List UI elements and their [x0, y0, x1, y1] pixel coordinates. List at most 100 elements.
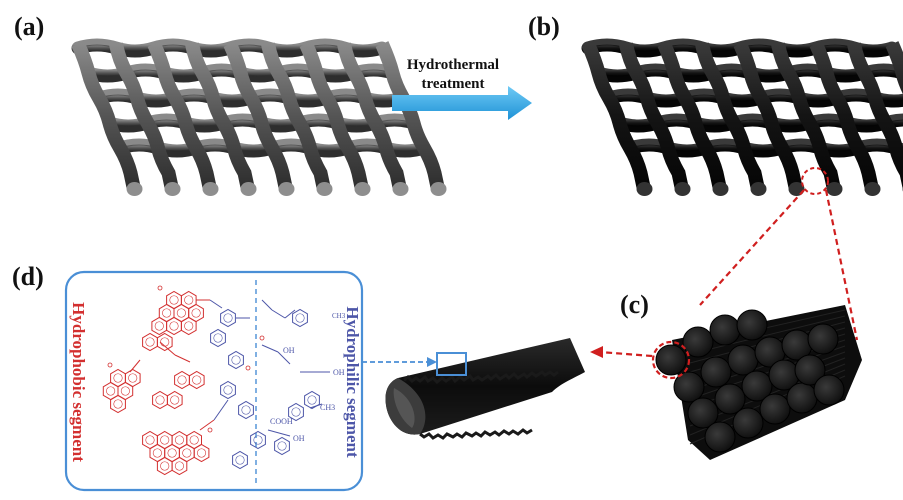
bundle-rod-end	[807, 323, 839, 355]
callout-arrowhead	[590, 346, 603, 358]
molecule-bond	[261, 344, 279, 353]
molecule-ring-inner	[113, 373, 123, 383]
chem-ch3-1: CH3	[332, 312, 346, 320]
molecule-atom-o	[157, 285, 163, 291]
molecule-ring	[220, 380, 236, 400]
molecule-bond	[284, 309, 296, 319]
bundle-rod-end	[687, 397, 719, 429]
mesh-strand-cap	[202, 182, 219, 196]
mesh-strand-cap	[354, 182, 371, 196]
label-b: (b)	[528, 12, 560, 41]
molecule-ring-inner	[120, 386, 130, 396]
bundle-rod-end	[736, 309, 768, 341]
molecule-ring-inner	[128, 373, 138, 383]
mesh-warp-strand	[109, 42, 179, 189]
molecule-ring-inner	[307, 395, 317, 405]
fiber-zoom-box	[436, 352, 467, 376]
bundle-rod-end	[700, 356, 732, 388]
bundle-rod-end	[813, 374, 845, 406]
molecule-ring	[171, 456, 188, 476]
molecule-ring	[180, 316, 197, 336]
molecule-ring-inner	[174, 461, 184, 471]
callout-line-2	[824, 189, 859, 341]
mesh-warp-strand	[261, 42, 331, 189]
arrow-label-line1: Hydrothermal	[406, 57, 500, 73]
molecule-ring	[110, 394, 126, 414]
label-c: (c)	[620, 290, 649, 319]
molecule-ring	[220, 308, 236, 328]
molecule-atom-o	[259, 335, 265, 341]
molecule-ring-inner	[167, 448, 177, 458]
mesh-warp-strand	[299, 41, 369, 189]
mesh-strand-cap	[674, 182, 691, 196]
molecule-ring	[210, 328, 226, 348]
molecule-bond	[209, 299, 223, 309]
bundle-rod-end	[732, 407, 764, 439]
molecule-ring	[156, 332, 173, 352]
mesh-strand-cap	[636, 182, 653, 196]
molecule-ring	[304, 390, 320, 410]
molecule-ring-inner	[223, 313, 233, 323]
mesh-warp-strand	[695, 42, 765, 189]
hydrophilic-segment-label: Hydrophilic segment	[343, 306, 362, 458]
molecule-atom-o	[207, 427, 213, 433]
mesh-warp-strand	[657, 41, 727, 189]
callout-circle-bundle	[651, 340, 691, 380]
chem-ch3-2: CH3	[320, 403, 335, 412]
bundle-rod-line	[689, 315, 846, 355]
molecule-ring-inner	[169, 295, 179, 305]
molecule-ring	[288, 402, 304, 422]
molecule-ring-inner	[291, 407, 301, 417]
molecule-ring	[250, 430, 266, 450]
molecule-ring-inner	[295, 313, 305, 323]
mesh-warp-strand	[375, 41, 445, 189]
mesh-warp-strand	[885, 41, 903, 95]
molecule-ring	[166, 390, 183, 410]
bundle-rod-end	[786, 382, 818, 414]
mesh-warp-strand	[809, 41, 879, 189]
mesh-warp-strand	[71, 41, 141, 189]
mesh-warp-strand	[733, 41, 803, 189]
mesh-strand-cap	[164, 182, 181, 196]
molecule-ring-inner	[160, 461, 170, 471]
mesh-warp-strand	[581, 41, 651, 189]
molecule-ring	[188, 370, 205, 390]
molecule-ring-inner	[189, 435, 199, 445]
mesh-warp-strand	[147, 41, 217, 189]
molecule-ring	[228, 350, 244, 370]
mesh-strand-cap	[750, 182, 767, 196]
molecule-ring	[151, 316, 168, 336]
mesh-strand-cap	[712, 182, 729, 196]
molecule-ring-inner	[145, 337, 155, 347]
mesh-warp-strand	[619, 42, 689, 189]
molecule-bond	[309, 403, 323, 409]
bundle-rod-end	[704, 421, 736, 453]
hydrophobic-segment-label: Hydrophobic segment	[69, 302, 88, 462]
molecule-bond	[267, 429, 291, 437]
molecule-ring-inner	[154, 321, 164, 331]
molecule-ring-inner	[235, 455, 245, 465]
label-d: (d)	[12, 262, 44, 291]
mesh-warp-strand	[223, 41, 293, 189]
mesh-b	[581, 38, 903, 196]
bundle-rod-end	[727, 344, 759, 376]
molecule-ring-inner	[106, 386, 116, 396]
mesh-warp-strand	[771, 42, 841, 189]
molecule-ring-inner	[223, 385, 233, 395]
mesh-warp-strand	[185, 42, 255, 189]
mesh-strand-cap	[316, 182, 333, 196]
molecule-ring-inner	[177, 375, 187, 385]
mesh-warp-strand	[337, 42, 407, 189]
molecule-atom-o	[245, 365, 251, 371]
fiber-bundle	[655, 305, 862, 460]
mesh-strand-cap	[430, 182, 447, 196]
bundle-rod-end	[655, 344, 687, 376]
chem-oh-2: OH	[333, 368, 345, 377]
mesh-strand-cap	[864, 182, 881, 196]
bundle-rod-line	[689, 345, 846, 400]
molecule-bond	[129, 359, 141, 373]
callout-arrow-bundle	[599, 350, 653, 358]
bundle-rod-end	[759, 393, 791, 425]
mesh-strand-cap	[240, 182, 257, 196]
